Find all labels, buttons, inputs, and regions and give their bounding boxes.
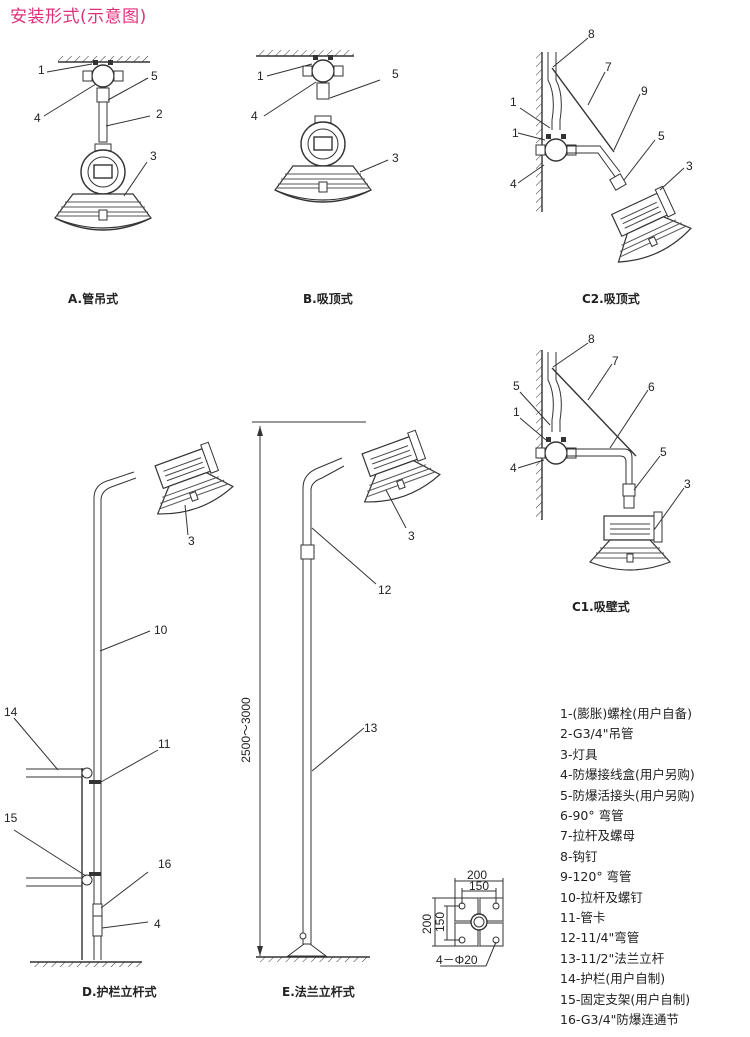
page-title: 安装形式(示意图): [10, 7, 147, 27]
caption-b: B.吸顶式: [303, 292, 353, 306]
legend-item: 12-11/4"弯管: [560, 930, 640, 946]
callout-12: 12: [378, 583, 392, 597]
callout-1: 1: [510, 95, 517, 109]
callout-4: 4: [34, 111, 41, 125]
height-dimension: 2500～3000: [239, 697, 253, 763]
diagram-c1-wall-mount: 8 7 5 6 1 4 5 3: [510, 332, 691, 571]
flange-holes: 4－Φ20: [436, 953, 478, 967]
callout-1: 1: [257, 69, 264, 83]
callout-15: 15: [4, 811, 18, 825]
flange-height: 200: [420, 914, 434, 934]
legend-item: 13-11/2"法兰立杆: [560, 950, 665, 966]
callout-3: 3: [188, 534, 195, 548]
legend-item: 10-拉杆及螺钉: [560, 889, 643, 905]
callout-3: 3: [150, 149, 157, 163]
legend-item: 8-钩钉: [560, 848, 598, 864]
callout-9: 9: [641, 84, 648, 98]
legend-item: 5-防爆活接头(用户另购): [560, 787, 695, 803]
diagram-d-guardrail-pole: 3 10 14 11 15 16 4: [4, 438, 237, 967]
legend-item: 16-G3/4"防爆连通节: [560, 1012, 679, 1028]
callout-3: 3: [408, 529, 415, 543]
diagram-c2-wall-angled: 8 7 9 5 1 1 4 3: [510, 27, 695, 270]
legend-item: 2-G3/4"吊管: [560, 726, 634, 742]
flange-width: 200: [467, 868, 487, 882]
callout-4: 4: [510, 461, 517, 475]
callout-4: 4: [510, 177, 517, 191]
callout-4: 4: [251, 109, 258, 123]
callout-5: 5: [513, 379, 520, 393]
diagram-b-ceiling-mount: 1 4 5 3: [251, 50, 399, 203]
callout-11: 11: [158, 737, 171, 751]
callout-14: 14: [4, 705, 18, 719]
flange-hole-spacing-x: 150: [469, 879, 489, 893]
parts-legend: 1-(膨胀)螺栓(用户自备) 2-G3/4"吊管 3-灯具 4-防爆接线盒(用户…: [560, 704, 695, 1031]
callout-6: 6: [648, 380, 655, 394]
callout-4: 4: [154, 917, 161, 931]
legend-item: 9-120° 弯管: [560, 869, 632, 885]
callout-1: 1: [513, 405, 520, 419]
callout-1-alt: 1: [512, 126, 519, 140]
callout-5b: 5: [660, 445, 667, 459]
legend-item: 4-防爆接线盒(用户另购): [560, 767, 695, 783]
legend-item: 11-管卡: [560, 910, 606, 926]
callout-13: 13: [364, 721, 378, 735]
callout-5: 5: [392, 67, 399, 81]
caption-e: E.法兰立杆式: [282, 985, 355, 999]
diagram-a-pipe-pendant: 1 4 5 2 3: [34, 56, 163, 231]
legend-item: 15-固定支架(用户自制): [560, 991, 691, 1007]
callout-16: 16: [158, 857, 172, 871]
caption-c2: C2.吸顶式: [582, 292, 640, 306]
flange-hole-spacing-y: 150: [433, 912, 447, 932]
legend-item: 14-护栏(用户自制): [560, 971, 666, 987]
callout-1: 1: [38, 63, 45, 77]
legend-item: 1-(膨胀)螺栓(用户自备): [560, 706, 692, 721]
callout-8: 8: [588, 27, 595, 41]
diagram-e-flange-pole: 2500～3000 3 12 13: [239, 421, 444, 962]
legend-item: 7-拉杆及螺母: [560, 828, 635, 844]
callout-8: 8: [588, 332, 595, 346]
callout-2: 2: [156, 107, 163, 121]
flange-plate-drawing: 200 150 200 150 4－Φ20: [420, 868, 504, 967]
legend-item: 3-灯具: [560, 746, 598, 762]
callout-5b: 5: [658, 129, 665, 143]
callout-3: 3: [392, 151, 399, 165]
callout-3: 3: [686, 159, 693, 173]
legend-item: 6-90° 弯管: [560, 808, 624, 824]
callout-7: 7: [612, 354, 619, 368]
callout-7: 7: [605, 60, 612, 74]
caption-c1: C1.吸壁式: [572, 600, 630, 614]
callout-3: 3: [684, 477, 691, 491]
callout-5: 5: [151, 69, 158, 83]
caption-a: A.管吊式: [68, 292, 119, 306]
callout-10: 10: [154, 623, 168, 637]
caption-d: D.护栏立杆式: [82, 985, 157, 999]
